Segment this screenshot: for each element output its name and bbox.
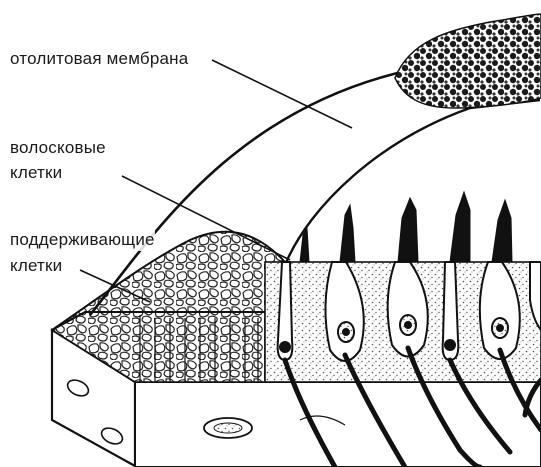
otoliths [395, 14, 541, 108]
label-supporting-cells-line1: поддерживающие [10, 229, 155, 251]
stereocilia [300, 192, 512, 262]
leader-otolith [212, 60, 352, 128]
label-hair-cells-line1: волосковые [10, 137, 106, 159]
label-hair-cells-line2: клетки [10, 162, 62, 184]
label-supporting-cells-line2: клетки [10, 255, 62, 277]
label-otolithic-membrane: отолитовая мембрана [10, 48, 188, 70]
